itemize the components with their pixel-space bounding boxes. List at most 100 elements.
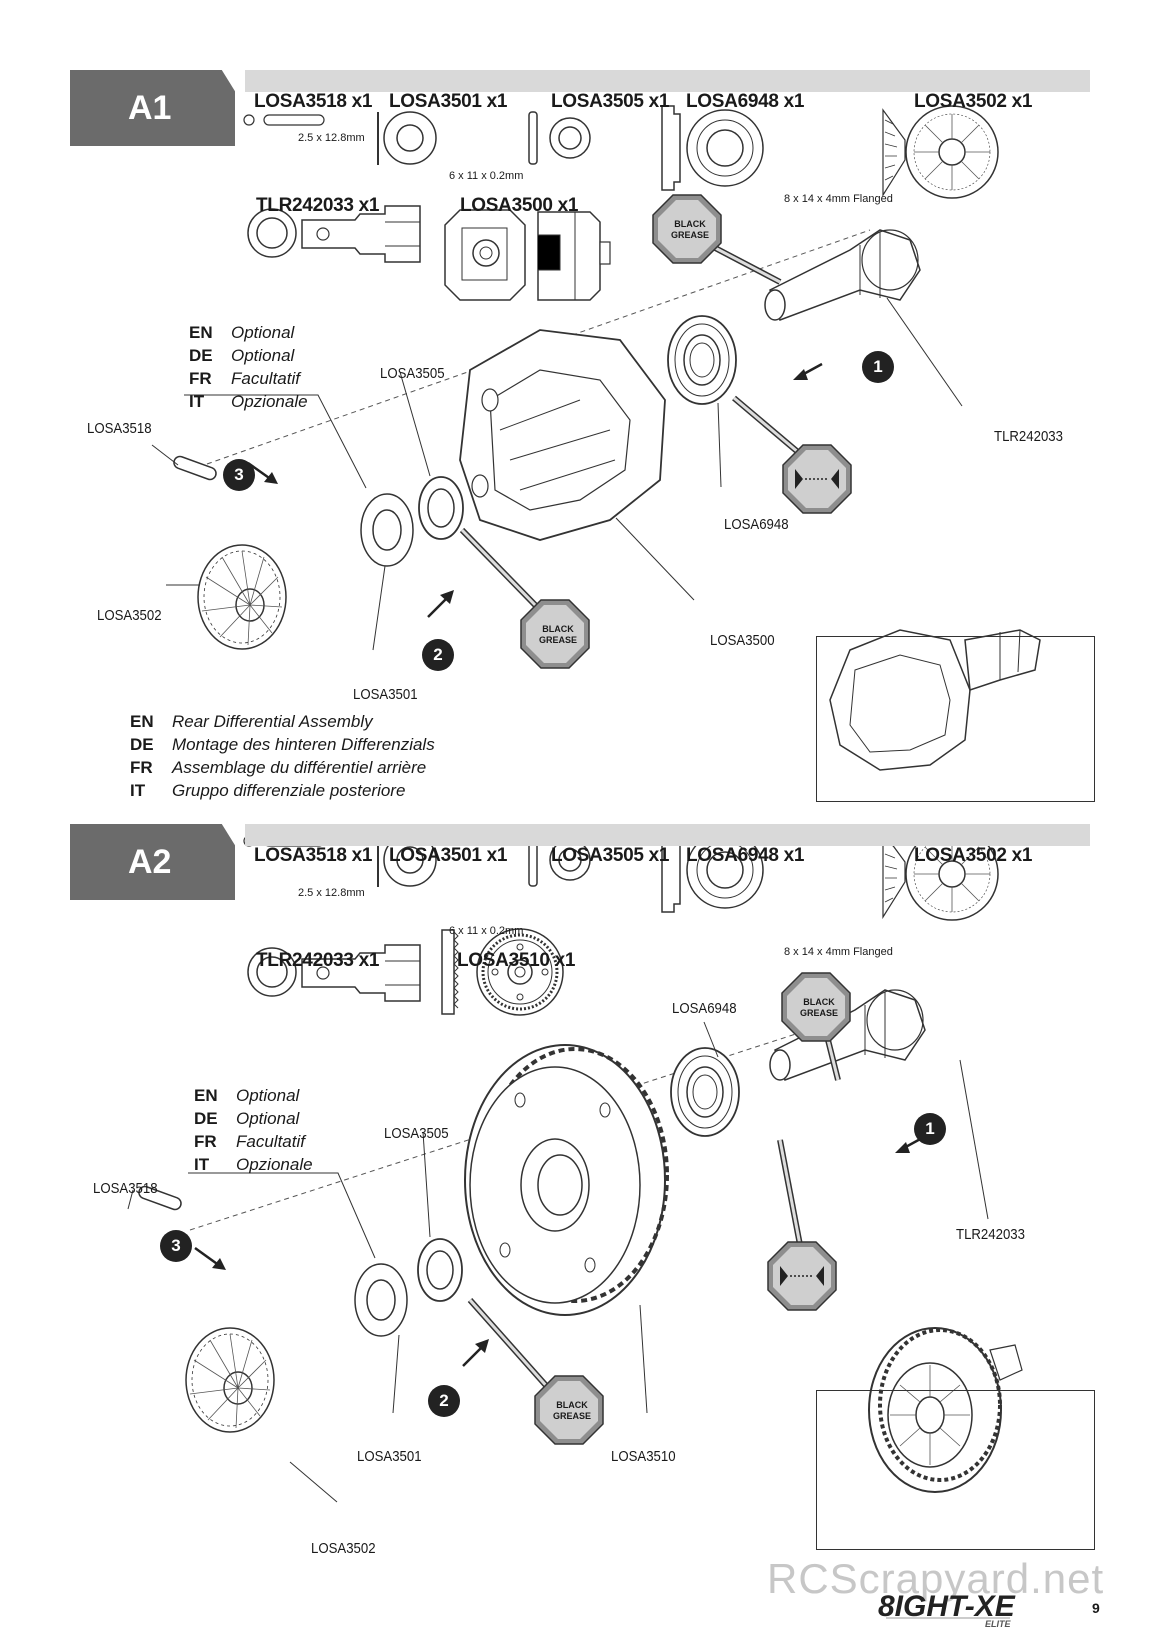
lang-code: EN — [189, 323, 213, 342]
lang-text: Montage des hinteren Differenzials — [172, 735, 435, 754]
grease-line-2: GREASE — [799, 1008, 838, 1018]
a1-inset-drawing — [829, 629, 1041, 771]
lang-code: DE — [130, 735, 154, 754]
a2-callout-losa3518: LOSA3518 — [93, 1180, 158, 1197]
lang-code: DE — [194, 1109, 218, 1128]
grease-line-1: BLACK — [542, 624, 574, 634]
lang-text: Facultatif — [231, 369, 300, 388]
a2-part-tlr242033: TLR242033 x1 — [256, 950, 380, 971]
a2-part-losa3502: LOSA3502 x1 — [914, 845, 1033, 866]
a2-inset-frame — [816, 1390, 1095, 1550]
a2-optional-fr: FR Facultatif — [194, 1130, 313, 1153]
brand-sub: ELITE — [985, 1619, 1011, 1629]
lang-code: FR — [189, 369, 212, 388]
a2-optional-en: EN Optional — [194, 1084, 313, 1107]
a1-measure-tag — [732, 395, 852, 514]
a2-step-1-marker: 1 — [914, 1113, 946, 1145]
a1-part-losa3501: LOSA3501 x1 — [389, 91, 508, 112]
a1-callout-losa3518: LOSA3518 — [87, 420, 152, 437]
a2-callout-losa3502: LOSA3502 — [311, 1540, 376, 1557]
a2-optional-it: IT Opzionale — [194, 1153, 313, 1176]
a1-part-losa3500: LOSA3500 x1 — [460, 195, 579, 216]
a1-callout-losa6948: LOSA6948 — [724, 516, 789, 533]
lang-text: Optional — [231, 323, 295, 342]
a2-callout-losa6948: LOSA6948 — [672, 1000, 737, 1017]
a1-inset-frame — [816, 636, 1095, 802]
a1-grease-tag-top — [652, 194, 782, 285]
a1-optional-fr: FR Facultatif — [189, 367, 308, 390]
a2-part-losa3505: LOSA3505 x1 — [551, 845, 670, 866]
watermark: RCScrapyard.net — [767, 1555, 1105, 1602]
a1-title-it: IT Gruppo differenziale posteriore — [130, 779, 435, 802]
a2-dim-losa3501: 6 x 11 x 0.2mm — [449, 925, 524, 937]
a2-parts-row — [243, 827, 999, 1016]
a2-step-arrows — [194, 1135, 925, 1367]
grease-line-2: GREASE — [670, 230, 709, 240]
lang-code: IT — [194, 1155, 210, 1174]
a2-grease-tag-bottom — [467, 1298, 604, 1445]
a1-callout-tlr242033: TLR242033 — [994, 428, 1063, 445]
a2-step-2-marker: 2 — [428, 1385, 460, 1417]
lang-text: Facultatif — [236, 1132, 305, 1151]
a1-part-losa3518: LOSA3518 x1 — [254, 91, 373, 112]
lang-text: Opzionale — [231, 392, 308, 411]
a2-dim-losa6948: 8 x 14 x 4mm Flanged — [784, 946, 893, 958]
lang-text: Gruppo differenziale posteriore — [172, 781, 406, 800]
a1-leader-lines — [151, 297, 963, 651]
lang-code: EN — [194, 1086, 218, 1105]
lang-code: FR — [194, 1132, 217, 1151]
a1-part-losa3505: LOSA3505 x1 — [551, 91, 670, 112]
a2-part-losa6948: LOSA6948 x1 — [686, 845, 805, 866]
a1-dim-losa3518: 2.5 x 12.8mm — [298, 132, 365, 144]
lang-text: Opzionale — [236, 1155, 313, 1174]
a1-exploded-view — [171, 229, 921, 650]
a2-leader-lines — [127, 1021, 989, 1503]
a1-callout-losa3502: LOSA3502 — [97, 607, 162, 624]
a1-step-3-marker: 3 — [223, 459, 255, 491]
lang-code: FR — [130, 758, 153, 777]
a2-part-losa3510: LOSA3510 x1 — [457, 950, 576, 971]
a2-grease-tag-top — [781, 972, 851, 1081]
a1-optional-en: EN Optional — [189, 321, 308, 344]
lang-text: Rear Differential Assembly — [172, 712, 373, 731]
a1-grease-tag-bottom — [459, 527, 590, 669]
a2-part-losa3501: LOSA3501 x1 — [389, 845, 508, 866]
step-a2-bar — [245, 824, 1090, 846]
step-a2-label: A2 — [128, 842, 172, 881]
a1-part-losa6948: LOSA6948 x1 — [686, 91, 805, 112]
a2-step-3-marker: 3 — [160, 1230, 192, 1262]
a2-callout-losa3505: LOSA3505 — [384, 1125, 449, 1142]
a2-callout-tlr242033: TLR242033 — [956, 1226, 1025, 1243]
a1-callout-losa3505: LOSA3505 — [380, 365, 445, 382]
lang-code: IT — [130, 781, 146, 800]
a1-callout-losa3500: LOSA3500 — [710, 632, 775, 649]
grease-line-2: GREASE — [552, 1411, 591, 1421]
a2-callout-losa3510: LOSA3510 — [611, 1448, 676, 1465]
a2-dim-losa3518: 2.5 x 12.8mm — [298, 887, 365, 899]
lang-code: DE — [189, 346, 213, 365]
a1-parts-row — [243, 105, 999, 301]
a2-exploded-view — [136, 989, 926, 1433]
a2-inset-drawing — [868, 1327, 1023, 1493]
a1-title-fr: FR Assemblage du différentiel arrière — [130, 756, 435, 779]
brand-logo: 8IGHT-XE — [878, 1590, 1015, 1623]
page-number: 9 — [1092, 1600, 1100, 1616]
lang-text: Optional — [236, 1086, 300, 1105]
a2-measure-tag — [767, 1139, 837, 1311]
lang-code: EN — [130, 712, 154, 731]
a1-title-block: EN Rear Differential Assembly DE Montage d… — [130, 710, 435, 802]
lang-text: Assemblage du différentiel arrière — [172, 758, 427, 777]
grease-line-2: GREASE — [538, 635, 577, 645]
a1-part-tlr242033: TLR242033 x1 — [256, 195, 380, 216]
a1-step-1-marker: 1 — [862, 351, 894, 383]
